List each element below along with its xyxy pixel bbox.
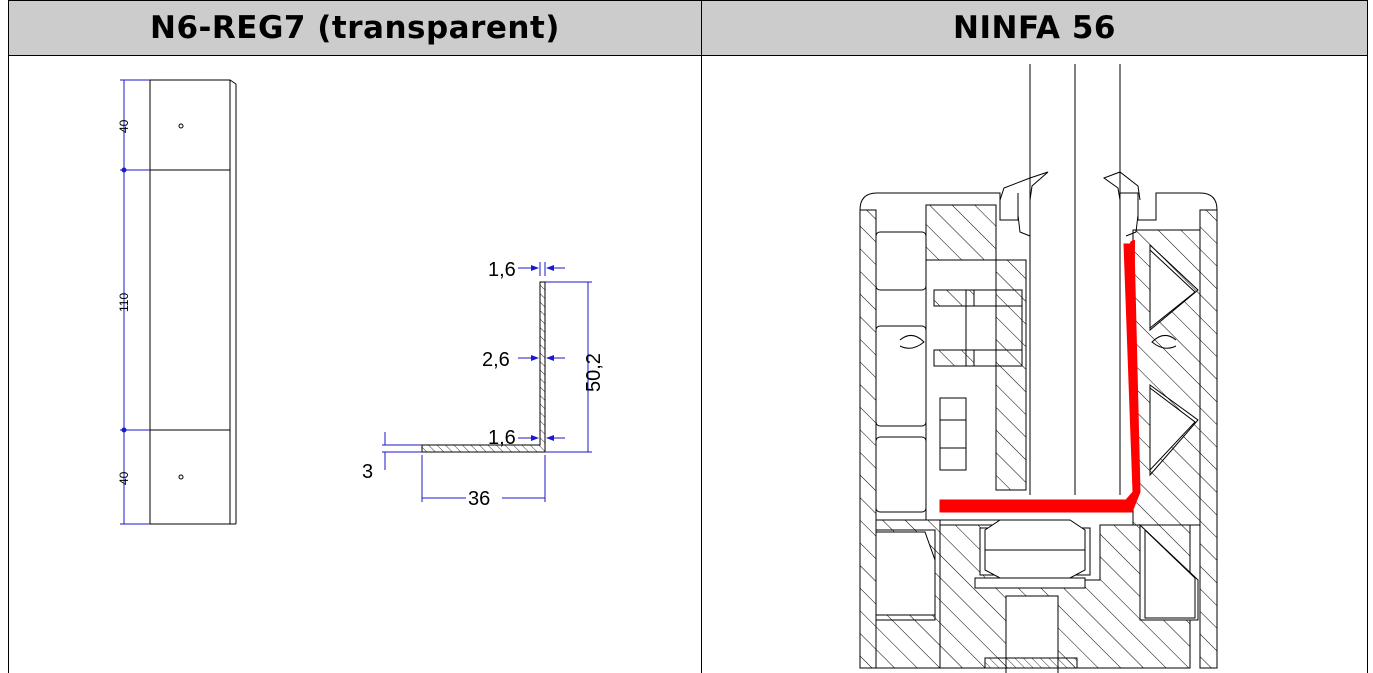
table-border-left [8, 56, 9, 673]
dim-top-thickness: 1,6 [488, 259, 516, 281]
bracket-highlight [939, 240, 1141, 513]
dim-bottom-thickness: 1,6 [488, 427, 516, 449]
ninfa-profile [859, 64, 1218, 673]
table-border-right [1367, 56, 1368, 673]
dim-top-40: 40 [117, 119, 131, 133]
dim-base-thickness: 3 [362, 461, 373, 483]
dim-height: 50,2 [583, 353, 605, 392]
dim-width: 36 [468, 488, 490, 510]
section-dimensions [382, 262, 592, 502]
table-border-middle [701, 56, 702, 673]
front-view [149, 79, 237, 525]
dim-middle-110: 110 [117, 293, 131, 312]
front-view-dimensions [120, 79, 150, 525]
header-right: NINFA 56 [701, 0, 1368, 56]
dim-bottom-40: 40 [117, 471, 131, 485]
dim-mid-thickness: 2,6 [482, 349, 510, 371]
header-left: N6-REG7 (transparent) [8, 0, 702, 56]
